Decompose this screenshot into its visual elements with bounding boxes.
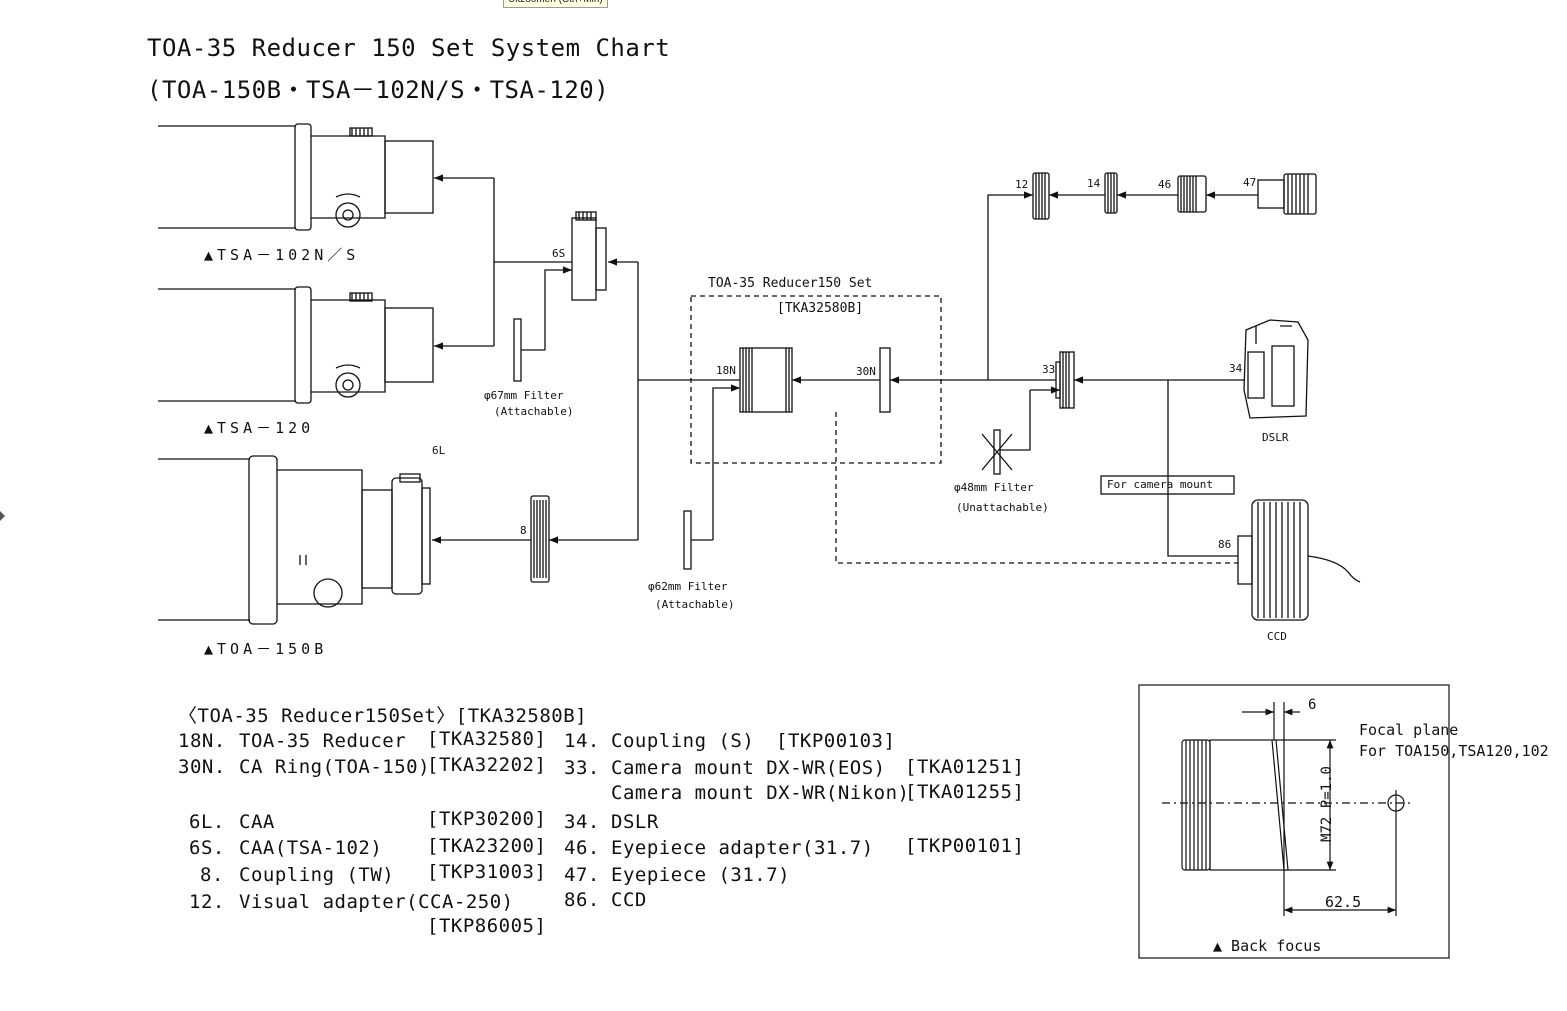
part-47-eyepiece-drawing <box>1257 173 1317 215</box>
filter-62-label: φ62mm Filter <box>648 580 728 593</box>
part-6s-adapter-drawing <box>571 211 607 301</box>
part-30n-ring-drawing <box>879 347 891 413</box>
legend-right-name: CCD <box>611 889 647 911</box>
filter-67-note: (Attachable) <box>494 405 574 418</box>
filter-67mm-drawing <box>513 318 522 382</box>
dslr-camera-drawing <box>1243 319 1309 419</box>
legend-left-name: CA Ring(TOA-150) <box>239 756 431 778</box>
legend-header: 〈TOA-35 Reducer150Set〉[TKA32580B] <box>178 705 588 727</box>
m72-thread-label: M72 P=1.0 <box>1319 766 1335 842</box>
focal-plane-label: Focal plane <box>1359 721 1459 739</box>
legend-right-name: Camera mount DX-WR(Nikon) <box>611 782 910 804</box>
legend-left-num: 6L. <box>189 811 225 833</box>
legend-right-name: Eyepiece adapter(31.7) <box>611 837 874 859</box>
legend-left-code: [TKP30200] <box>427 808 547 830</box>
tsa120-telescope-drawing <box>158 286 434 404</box>
camera-mount-label: For camera mount <box>1107 478 1213 491</box>
legend-left-name: TOA-35 Reducer <box>239 730 407 752</box>
focal-plane-scopes: For TOA150,TSA120,102 <box>1359 742 1549 760</box>
tsa102-telescope-drawing <box>158 123 434 231</box>
legend-left-code: [TKA32580] <box>427 728 547 750</box>
legend-left-name: CAA <box>239 811 275 833</box>
part-33-camera-mount-drawing <box>1055 351 1075 409</box>
back-focus-drawing <box>1138 684 1450 959</box>
filter-48mm-drawing <box>981 429 1013 475</box>
filter-48-note: (Unattachable) <box>956 501 1049 514</box>
dslr-label: DSLR <box>1262 431 1289 444</box>
filter-62-note: (Attachable) <box>655 598 735 611</box>
label-6s: 6S <box>552 247 566 260</box>
part-14-coupling-drawing <box>1104 172 1118 214</box>
expand-arrow-icon[interactable] <box>0 511 5 521</box>
toa150-label: ▲TOA－150B <box>204 640 328 658</box>
ccd-label: CCD <box>1267 630 1287 643</box>
label-34: 34 <box>1229 362 1243 375</box>
legend-left-num: 30N. <box>178 756 226 778</box>
part-12-visual-adapter-drawing <box>1032 172 1050 220</box>
legend-right-num: 46. <box>564 837 600 859</box>
tsa120-label: ▲TSA－120 <box>204 419 315 437</box>
legend-right-code: [TKA01251] <box>905 756 1025 778</box>
legend-left-num: 12. <box>189 891 225 913</box>
legend-left-code: [TKP31003] <box>427 861 547 883</box>
legend-right-num: 86. <box>564 889 600 911</box>
legend-left-code: [TKA23200] <box>427 835 547 857</box>
legend-right-name: Camera mount DX-WR(EOS) <box>611 757 886 779</box>
legend-left-name: CAA(TSA-102) <box>239 837 383 859</box>
label-46: 46 <box>1158 178 1172 191</box>
chart-title-line1: TOA-35 Reducer 150 Set System Chart <box>147 34 671 62</box>
dim-62-5-label: 62.5 <box>1325 893 1362 911</box>
legend-right-code: [TKA01255] <box>905 781 1025 803</box>
legend-left-code: [TKP86005] <box>427 915 547 937</box>
legend-right-num: 14. <box>564 730 600 752</box>
filter-62mm-drawing <box>683 510 692 570</box>
label-33: 33 <box>1042 363 1056 376</box>
filter-67-label: φ67mm Filter <box>484 389 564 402</box>
legend-left-code: [TKA32202] <box>427 754 547 776</box>
zoom-out-tooltip: Uitzoomen (Ctrl+Min) <box>503 0 608 8</box>
legend-right-name: DSLR <box>611 811 659 833</box>
legend-right-code: [TKP00101] <box>905 835 1025 857</box>
label-6l: 6L <box>432 444 446 457</box>
legend-right-num: 47. <box>564 864 600 886</box>
tsa102-label: ▲TSA－102N／S <box>204 246 360 264</box>
part-8-coupling-drawing <box>530 495 550 583</box>
legend-right-name: Eyepiece (31.7) <box>611 864 791 886</box>
dim-6-label: 6 <box>1308 697 1317 713</box>
legend-left-num: 18N. <box>178 730 226 752</box>
chart-title-line2: (TOA-150B・TSA－102N/S・TSA-120) <box>147 76 610 104</box>
part-18n-reducer-drawing <box>739 347 793 413</box>
label-8: 8 <box>520 524 527 537</box>
set-box-code: [TKA32580B] <box>777 301 864 316</box>
legend-right-code: [TKP00103] <box>776 730 896 752</box>
toa150-telescope-drawing <box>158 455 431 625</box>
back-focus-caption: ▲ Back focus <box>1213 937 1322 955</box>
label-12: 12 <box>1015 178 1029 191</box>
set-box-title: TOA-35 Reducer150 Set <box>708 276 873 291</box>
legend-left-name: Visual adapter(CCA-250) <box>239 891 514 913</box>
legend-right-num: 33. <box>564 757 600 779</box>
label-14: 14 <box>1087 177 1101 190</box>
label-30n: 30N <box>856 365 876 378</box>
label-47: 47 <box>1243 176 1257 189</box>
legend-left-num: 6S. <box>189 837 225 859</box>
filter-48-label: φ48mm Filter <box>954 481 1034 494</box>
legend-left-name: Coupling (TW) <box>239 864 395 886</box>
label-86: 86 <box>1218 538 1232 551</box>
part-46-eyepiece-adapter-drawing <box>1177 175 1207 213</box>
label-18n: 18N <box>716 364 736 377</box>
legend-right-num: 34. <box>564 811 600 833</box>
ccd-camera-drawing <box>1237 499 1361 621</box>
connector-lines <box>432 174 1258 564</box>
legend-left-num: 8. <box>200 864 224 886</box>
legend-right-name: Coupling (S) <box>611 730 755 752</box>
